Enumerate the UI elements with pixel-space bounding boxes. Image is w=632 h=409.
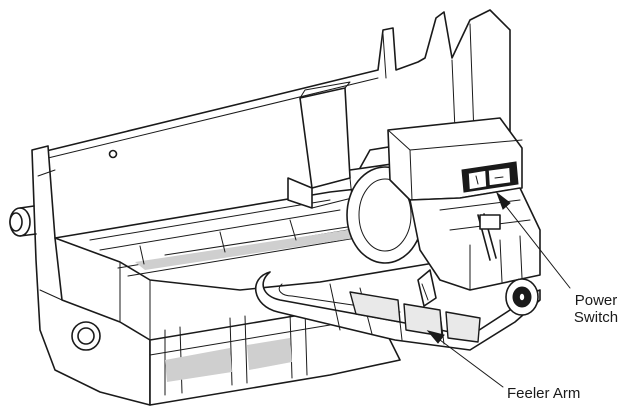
leader-feeler-arm <box>426 330 504 388</box>
power-switch <box>461 161 519 193</box>
power-switch-label-line2: Switch <box>573 309 619 326</box>
drive-pulley <box>505 278 539 316</box>
feeler-arm <box>254 271 541 351</box>
feeler-arm-label: Feeler Arm <box>507 385 581 402</box>
ejector-assembly <box>149 309 401 406</box>
mold-tray <box>54 181 441 291</box>
water-inlet <box>287 81 353 209</box>
leader-power-switch <box>495 191 571 289</box>
power-switch-label-line1: Power <box>574 292 618 309</box>
rear-wall <box>41 9 511 159</box>
arm-clip <box>417 269 437 307</box>
power-switch-label: Power Switch <box>560 292 632 326</box>
